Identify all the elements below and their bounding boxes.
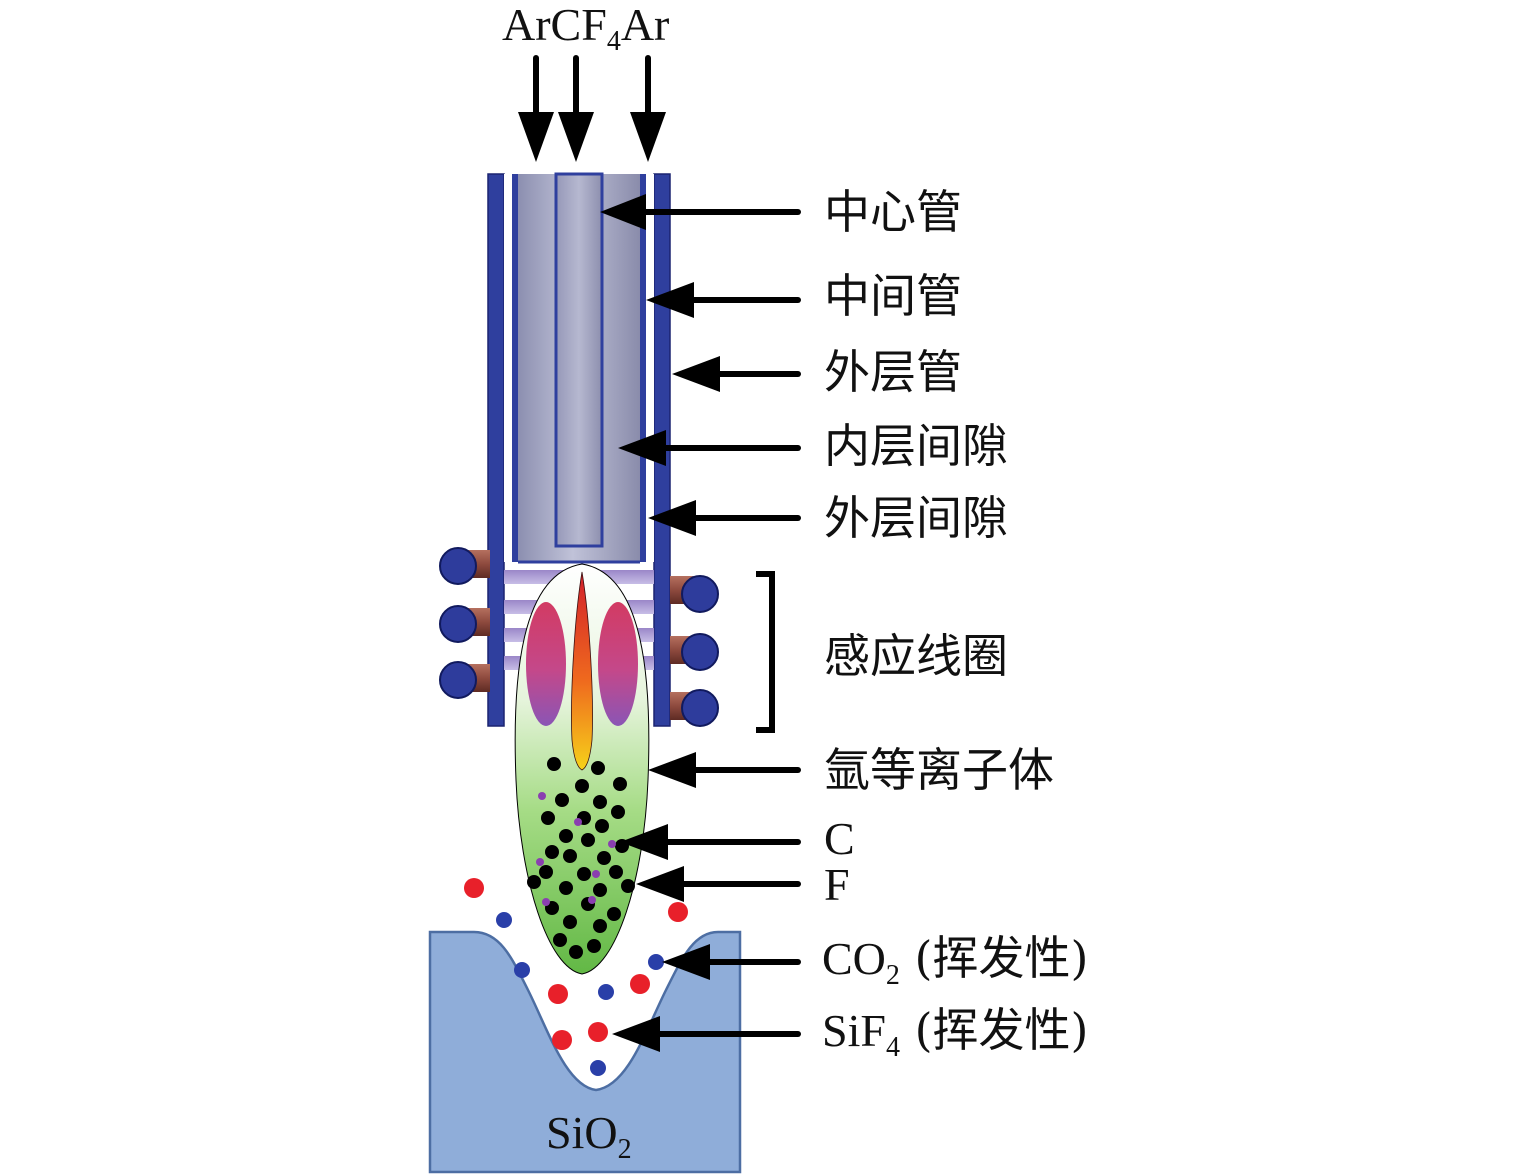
carbon-particle [595, 819, 609, 833]
inlet-ar-right-label: Ar [621, 0, 670, 50]
sif4-particle [630, 974, 650, 994]
arrow-f [636, 866, 801, 902]
co2-particle [514, 962, 530, 978]
carbon-particle [611, 805, 625, 819]
arrow-central-tube [600, 194, 801, 230]
carbon-particle [613, 777, 627, 791]
fluorine-particle [592, 870, 600, 878]
carbon-particle [593, 919, 607, 933]
co2-particle [590, 1060, 606, 1076]
inlet-cf-label: CF [551, 0, 607, 50]
coil-end [439, 661, 477, 699]
arrow-sif4 [612, 1016, 801, 1052]
sif4-particle [552, 1030, 572, 1050]
carbon-particle [607, 907, 621, 921]
particles [464, 757, 688, 1076]
coil-bracket [756, 571, 775, 733]
plasma-lobe-left [526, 602, 566, 726]
torch-assembly [487, 172, 671, 727]
carbon-particle [577, 867, 591, 881]
arrow-middle-tube [646, 282, 801, 318]
sif4-particle [588, 1022, 608, 1042]
svg-text:ArCF4Ar: ArCF4Ar [502, 0, 669, 57]
carbon-particle [555, 793, 569, 807]
coil-end [681, 633, 719, 671]
sif4-particle [548, 984, 568, 1004]
coil-end [681, 689, 719, 727]
co2-particle [598, 984, 614, 1000]
arrow-co2 [662, 944, 801, 980]
carbon-particle [559, 881, 573, 895]
induction-coil [439, 547, 719, 727]
inlet-arrow-left [518, 55, 554, 162]
arrow-inner-gap [618, 430, 801, 466]
carbon-particle [545, 845, 559, 859]
inlet-arrow-center [558, 55, 594, 162]
carbon-particle [553, 933, 567, 947]
middle-tube-left-wall [512, 174, 518, 562]
central-tube-label: 中心管 [824, 185, 962, 239]
carbon-particle [539, 865, 553, 879]
induction-coil-label: 感应线圈 [824, 629, 1008, 683]
f-label: F [824, 859, 850, 910]
inlet-ar-left-label: Ar [502, 0, 551, 50]
carbon-particle [609, 865, 623, 879]
carbon-particle [587, 939, 601, 953]
argon-plasma [514, 563, 650, 975]
argon-plasma-label: 氩等离子体 [824, 743, 1054, 797]
coil-end [681, 575, 719, 613]
sif4-particle [464, 878, 484, 898]
middle-tube-right-wall [640, 174, 646, 562]
fluorine-particle [542, 898, 550, 906]
coil-end [439, 605, 477, 643]
carbon-particle [593, 883, 607, 897]
outer-tube-left-wall [487, 173, 505, 727]
arrow-c [620, 824, 801, 860]
carbon-particle [527, 875, 541, 889]
carbon-particle [591, 761, 605, 775]
sif4-particle [668, 902, 688, 922]
plasma-flame-core [571, 571, 593, 771]
fluorine-particle [536, 858, 544, 866]
carbon-particle [569, 945, 583, 959]
outer-tube-label: 外层管 [824, 345, 962, 399]
carbon-particle [547, 757, 561, 771]
fluorine-particle [588, 896, 596, 904]
arrow-argon-plasma [648, 752, 801, 788]
carbon-particle [541, 811, 555, 825]
c-label: C [824, 813, 855, 864]
sio2-label: SiO2 [546, 1107, 632, 1165]
plasma-lobe-right [598, 602, 638, 726]
fluorine-particle [574, 818, 582, 826]
coil-end [439, 547, 477, 585]
inlet-cf-subscript: 4 [607, 26, 621, 57]
inner-gap-label: 内层间隙 [824, 419, 1008, 473]
arrow-outer-gap [648, 500, 801, 536]
inlet-label: ArCF4Ar [502, 0, 669, 57]
carbon-particle [575, 779, 589, 793]
carbon-particle [621, 879, 635, 893]
carbon-particle [559, 829, 573, 843]
sif4-label: SiF4 (挥发性) [822, 1003, 1088, 1063]
carbon-particle [597, 851, 611, 865]
inlet-arrow-right [630, 55, 666, 162]
middle-tube-label: 中间管 [824, 269, 962, 323]
co2-label: CO2 (挥发性) [822, 931, 1088, 991]
co2-particle [496, 912, 512, 928]
co2-particle [648, 954, 664, 970]
carbon-particle [563, 849, 577, 863]
central-tube [554, 172, 604, 548]
outer-gap-label: 外层间隙 [824, 491, 1008, 545]
fluorine-particle [538, 792, 546, 800]
carbon-particle [563, 915, 577, 929]
carbon-particle [593, 795, 607, 809]
arrow-outer-tube [672, 356, 801, 392]
fluorine-particle [608, 840, 616, 848]
carbon-particle [581, 833, 595, 847]
